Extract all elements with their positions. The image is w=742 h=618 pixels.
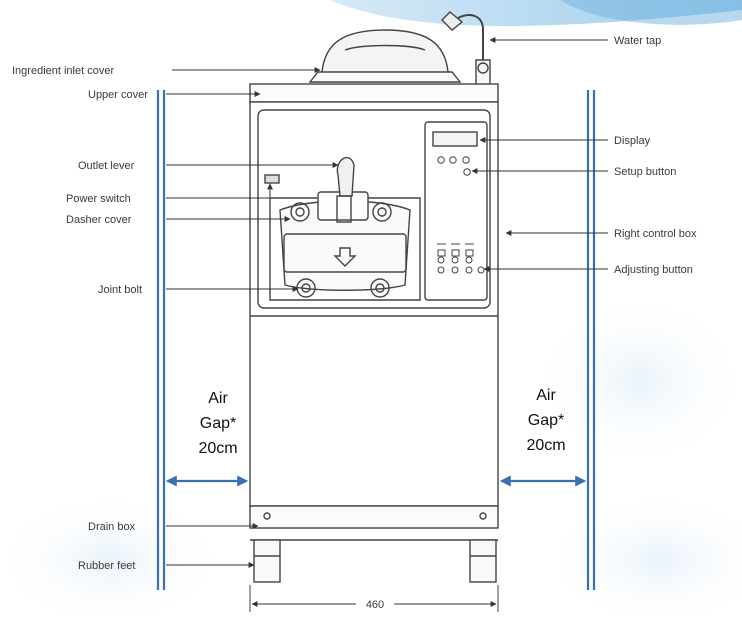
svg-text:Air: Air [208, 390, 228, 407]
label-drain-box: Drain box [88, 521, 136, 533]
right-labels: Water tap Display Setup button Right con… [614, 35, 697, 276]
label-rubber-feet: Rubber feet [78, 560, 135, 572]
svg-text:20cm: 20cm [198, 440, 237, 457]
right-callouts [471, 37, 608, 272]
label-outlet-lever: Outlet lever [78, 160, 135, 172]
setup-buttons [437, 156, 471, 176]
label-adjusting-button: Adjusting button [614, 264, 693, 276]
svg-text:Air: Air [536, 387, 556, 404]
air-gap-lines [156, 90, 596, 590]
label-upper-cover: Upper cover [88, 89, 148, 101]
label-right-control-box: Right control box [614, 228, 697, 240]
label-power-switch: Power switch [66, 193, 131, 205]
svg-text:Gap*: Gap* [528, 412, 564, 429]
display-screen [432, 131, 478, 147]
adjusting-buttons [437, 243, 485, 274]
water-tap-shape [441, 11, 491, 89]
label-setup-button: Setup button [614, 166, 676, 178]
label-display: Display [614, 135, 651, 147]
label-ingredient-inlet-cover: Ingredient inlet cover [12, 65, 114, 77]
dimension-label: 460 [366, 599, 384, 611]
svg-text:Gap*: Gap* [200, 415, 236, 432]
label-water-tap: Water tap [614, 35, 661, 47]
air-gap-right-label: Air Gap* 20cm [526, 387, 565, 454]
left-labels: Ingredient inlet cover Upper cover Outle… [12, 65, 148, 572]
label-dasher-cover: Dasher cover [66, 214, 132, 226]
ingredient-inlet-lid [321, 29, 449, 73]
label-joint-bolt: Joint bolt [98, 284, 142, 296]
air-gap-left-label: Air Gap* 20cm [198, 390, 237, 457]
left-callouts [166, 67, 339, 568]
ice-cream-machine [249, 11, 499, 583]
width-dimension: 460 [249, 585, 499, 612]
svg-text:20cm: 20cm [526, 437, 565, 454]
